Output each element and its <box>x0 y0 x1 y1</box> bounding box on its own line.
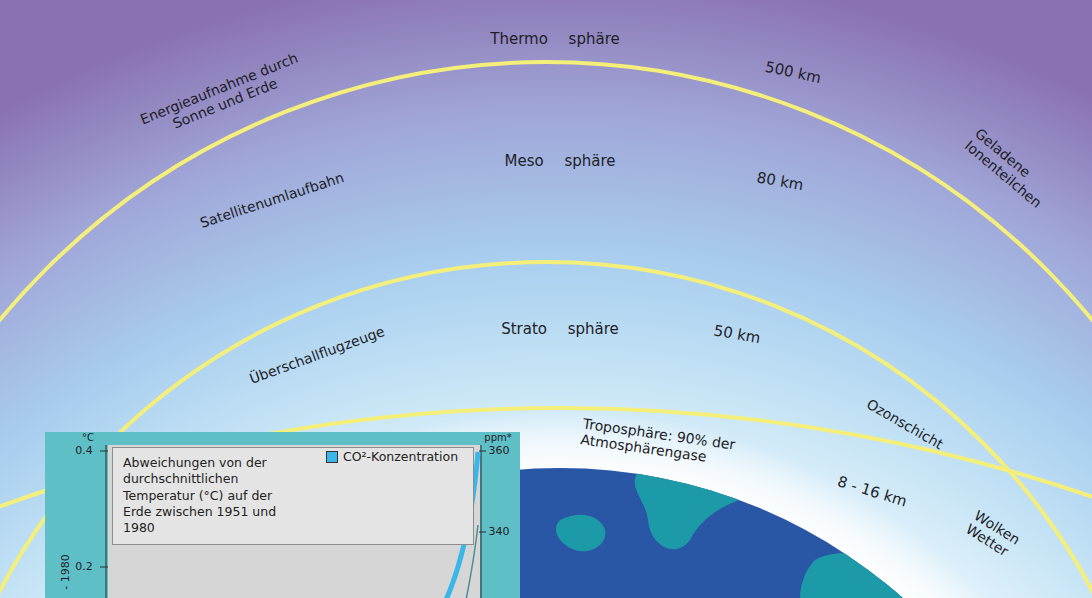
axis-label: 360 <box>489 445 510 458</box>
chart-title: Abweichungen von der durchschnittlichen … <box>123 455 291 536</box>
tick <box>100 567 108 568</box>
legend-entry: CO²-Konzentration <box>326 449 458 464</box>
chart-panel <box>45 432 520 598</box>
axis-label: °C <box>82 432 94 444</box>
legend-text: CO²-Konzentration <box>343 449 458 464</box>
continents <box>556 464 930 598</box>
axis-label: 340 <box>489 526 510 539</box>
axis-label: 0.2 <box>75 561 93 574</box>
continent <box>556 515 605 552</box>
layer-label: Meso sphäre <box>504 153 615 170</box>
legend-swatch <box>326 451 338 463</box>
continent <box>800 553 930 598</box>
layer-label: Thermo sphäre <box>490 31 619 48</box>
tick <box>479 532 486 533</box>
tick <box>100 451 108 452</box>
left-axis <box>106 445 107 598</box>
axis-label: 0.4 <box>75 445 93 458</box>
layer-label: Strato sphäre <box>501 321 619 338</box>
axis-label: - 1980 <box>60 554 73 589</box>
axis-label: ppm* <box>484 432 511 444</box>
continent <box>635 464 771 549</box>
chart-plot-area <box>108 445 480 598</box>
tick <box>479 451 486 452</box>
right-axis <box>481 445 482 598</box>
